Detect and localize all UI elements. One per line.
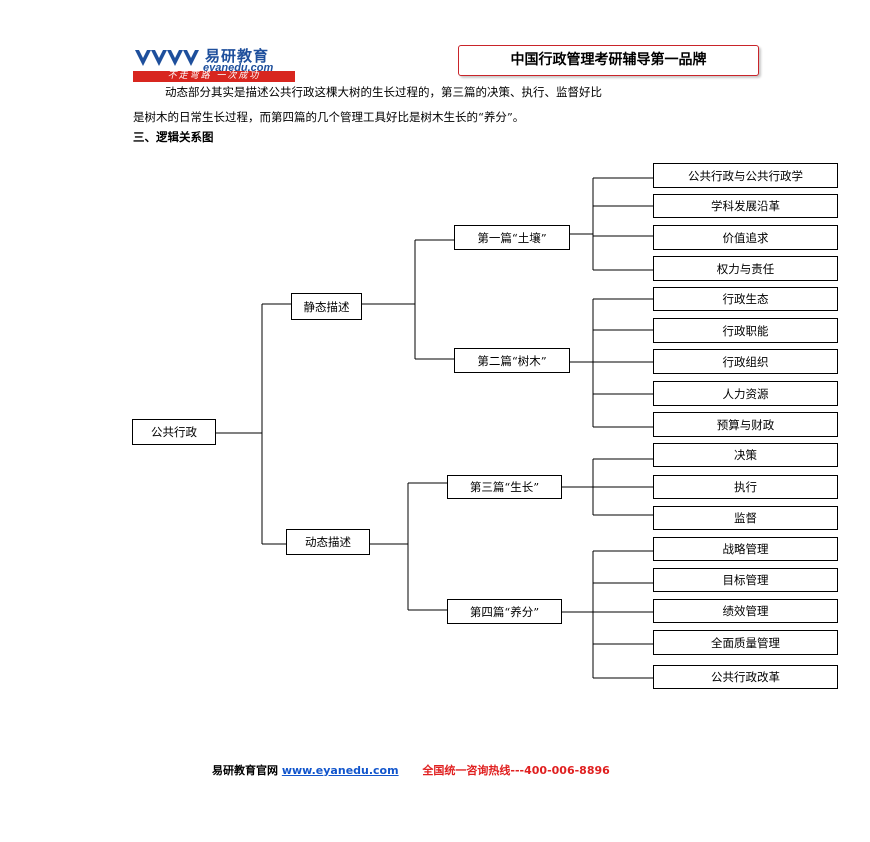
node-static: 静态描述: [291, 293, 362, 320]
node-part2: 第二篇“树木”: [454, 348, 570, 373]
logo-name: 易研教育: [205, 47, 270, 65]
leaf-part1-item: 价值追求: [653, 225, 838, 250]
node-part4: 第四篇“养分”: [447, 599, 562, 624]
leaf-part1-item: 学科发展沿革: [653, 194, 838, 218]
leaf-part1-item: 权力与责任: [653, 256, 838, 281]
leaf-part4-item: 战略管理: [653, 537, 838, 561]
intro-line-1: 动态部分其实是描述公共行政这棵大树的生长过程的，第三篇的决策、执行、监督好比: [165, 85, 602, 99]
intro-line-2: 是树木的日常生长过程，而第四篇的几个管理工具好比是树木生长的“养分”。: [133, 110, 525, 124]
node-part1: 第一篇“土壤”: [454, 225, 570, 250]
footer: 易研教育官网 www.eyanedu.com 全国统一咨询热线---400-00…: [212, 762, 610, 778]
logo: 易研教育 eyanedu.com 不走弯路 一次成功: [133, 44, 298, 82]
leaf-part2-item: 预算与财政: [653, 412, 838, 437]
footer-site-link[interactable]: www.eyanedu.com: [281, 764, 399, 777]
leaf-part4-item: 公共行政改革: [653, 665, 838, 689]
node-root: 公共行政: [132, 419, 216, 445]
leaf-part4-item: 全面质量管理: [653, 630, 838, 655]
leaf-part2-item: 人力资源: [653, 381, 838, 406]
leaf-part3-item: 执行: [653, 475, 838, 499]
leaf-part4-item: 绩效管理: [653, 599, 838, 623]
logo-slogan: 不走弯路 一次成功: [133, 71, 295, 82]
node-dynamic: 动态描述: [286, 529, 370, 555]
leaf-part2-item: 行政职能: [653, 318, 838, 343]
leaf-part3-item: 监督: [653, 506, 838, 530]
footer-site-label: 易研教育官网: [212, 764, 278, 777]
header-banner: 中国行政管理考研辅导第一品牌: [458, 45, 759, 76]
leaf-part4-item: 目标管理: [653, 568, 838, 592]
leaf-part2-item: 行政生态: [653, 287, 838, 311]
section-title: 三、逻辑关系图: [133, 130, 214, 144]
leaf-part3-item: 决策: [653, 443, 838, 467]
node-part3: 第三篇“生长”: [447, 475, 562, 499]
logo-mark-icon: [135, 50, 199, 66]
footer-hotline: 全国统一咨询热线---400-006-8896: [422, 764, 610, 777]
leaf-part1-item: 公共行政与公共行政学: [653, 163, 838, 188]
leaf-part2-item: 行政组织: [653, 349, 838, 374]
